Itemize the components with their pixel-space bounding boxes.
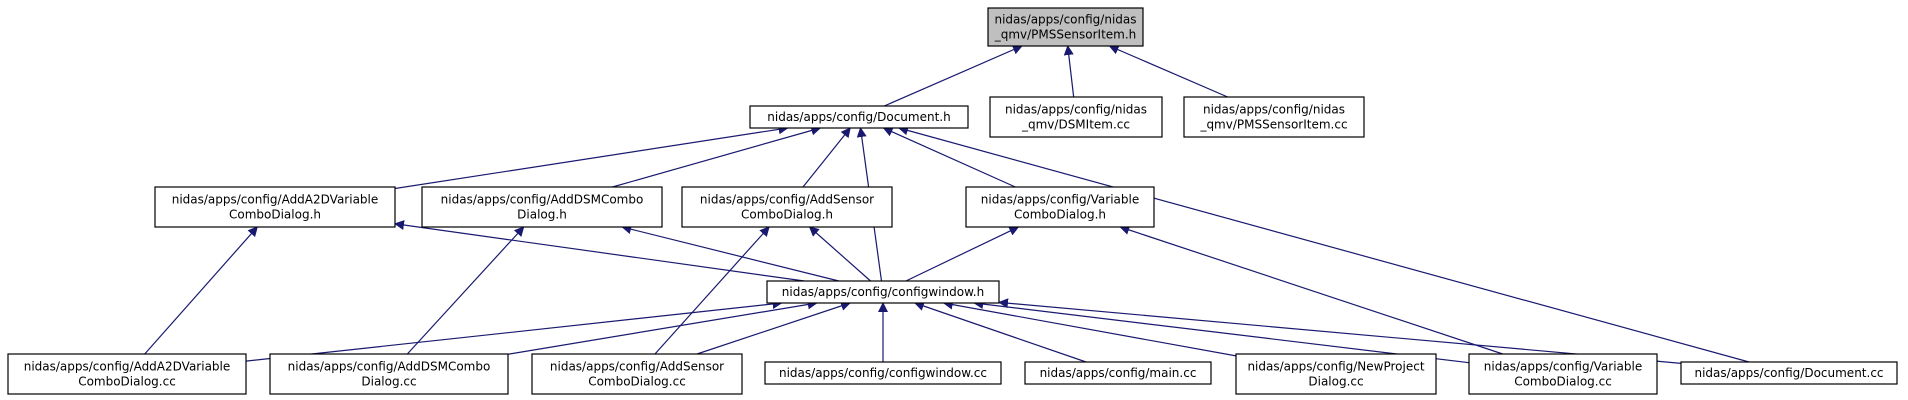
edge-addsensor-cc-to-addsensor-h <box>654 226 770 355</box>
node-label-line: nidas/apps/config/AddA2DVariable <box>24 360 231 374</box>
node-label-line: ComboDialog.cc <box>78 375 176 389</box>
node-adda2d-cc[interactable]: nidas/apps/config/AddA2DVariableComboDia… <box>7 353 247 395</box>
node-label-line: Dialog.cc <box>1308 375 1363 389</box>
edge-dsmitem-cc-to-pms-h <box>1063 45 1075 98</box>
node-label-line: nidas/apps/config/Variable <box>981 193 1139 207</box>
edge-adddsm-h-to-document-h <box>612 125 822 188</box>
edge-document-h-to-pms-h <box>883 45 1023 107</box>
node-label-line: ComboDialog.h <box>741 208 833 222</box>
edge-adda2d-h-to-document-h <box>394 124 789 190</box>
node-label-line: Dialog.h <box>517 208 567 222</box>
edge-addsensor-cc-to-configwindow-h <box>696 301 851 355</box>
edge-adddsm-cc-to-configwindow-h <box>507 299 818 355</box>
node-label-line: nidas/apps/config/main.cc <box>1040 366 1197 380</box>
node-dsmitem-cc[interactable]: nidas/apps/config/nidas_qmv/DSMItem.cc <box>989 96 1163 138</box>
node-label-line: ComboDialog.h <box>1014 208 1106 222</box>
edge-document-cc-to-document-h <box>897 125 1750 363</box>
edge-newproject-cc-to-configwindow-h <box>942 299 1237 357</box>
node-label-line: Dialog.cc <box>361 375 416 389</box>
node-label-line: _qmv/DSMItem.cc <box>1021 118 1130 132</box>
node-label-line: nidas/apps/config/configwindow.cc <box>779 366 987 380</box>
edge-adda2d-cc-to-adda2d-h <box>144 226 258 355</box>
edge-variable-cc-to-variable-h <box>1119 225 1503 355</box>
edge-pms-cc-to-pms-h <box>1108 44 1228 98</box>
node-label-line: nidas/apps/config/Variable <box>1484 360 1642 374</box>
edge-adda2d-cc-to-configwindow-h <box>245 298 783 362</box>
node-label-line: _qmv/PMSSensorItem.cc <box>1199 118 1347 132</box>
node-label-line: nidas/apps/config/configwindow.h <box>782 285 984 299</box>
node-label-line: nidas/apps/config/NewProject <box>1247 360 1424 374</box>
edge-main-cc-to-configwindow-h <box>913 301 1087 363</box>
edge-configwindow-h-to-addsensor-h <box>808 226 871 282</box>
node-label-line: ComboDialog.h <box>229 208 321 222</box>
edge-configwindow-h-to-adddsm-h <box>621 224 840 282</box>
edge-configwindow-h-to-adda2d-h <box>394 220 805 282</box>
node-label-line: nidas/apps/config/nidas <box>1203 103 1345 117</box>
node-addsensor-cc[interactable]: nidas/apps/config/AddSensorComboDialog.c… <box>531 353 743 395</box>
node-document-h[interactable]: nidas/apps/config/Document.h <box>749 105 969 129</box>
node-pms-h[interactable]: nidas/apps/config/nidas_qmv/PMSSensorIte… <box>987 7 1144 47</box>
node-label-line: nidas/apps/config/AddSensor <box>550 360 724 374</box>
node-label-line: nidas/apps/config/AddDSMCombo <box>288 360 491 374</box>
node-main-cc[interactable]: nidas/apps/config/main.cc <box>1024 361 1212 385</box>
node-label-line: _qmv/PMSSensorItem.h <box>994 28 1137 42</box>
edge-configwindow-h-to-variable-h <box>905 226 1020 282</box>
node-configwindow-h[interactable]: nidas/apps/config/configwindow.h <box>766 280 1000 304</box>
node-label-line: nidas/apps/config/Document.h <box>767 110 950 124</box>
edge-adddsm-cc-to-adddsm-h <box>406 226 525 355</box>
node-configwindow-cc[interactable]: nidas/apps/config/configwindow.cc <box>764 361 1002 385</box>
edge-document-cc-to-configwindow-h <box>998 298 1682 364</box>
node-label-line: nidas/apps/config/AddA2DVariable <box>172 193 379 207</box>
node-label-line: ComboDialog.cc <box>1514 375 1612 389</box>
node-label-line: nidas/apps/config/nidas <box>994 13 1136 27</box>
node-label-line: nidas/apps/config/Document.cc <box>1694 366 1883 380</box>
node-label-line: nidas/apps/config/AddSensor <box>700 193 874 207</box>
node-pms-cc[interactable]: nidas/apps/config/nidas_qmv/PMSSensorIte… <box>1183 96 1365 138</box>
edge-addsensor-h-to-document-h <box>802 127 851 188</box>
node-label-line: nidas/apps/config/AddDSMCombo <box>441 193 644 207</box>
node-label-line: ComboDialog.cc <box>588 375 686 389</box>
node-label-line: nidas/apps/config/nidas <box>1005 103 1147 117</box>
edge-variable-cc-to-configwindow-h <box>973 299 1470 364</box>
node-document-cc[interactable]: nidas/apps/config/Document.cc <box>1680 361 1898 385</box>
edge-variable-h-to-document-h <box>882 127 1016 188</box>
node-adda2d-h[interactable]: nidas/apps/config/AddA2DVariableComboDia… <box>154 186 396 228</box>
